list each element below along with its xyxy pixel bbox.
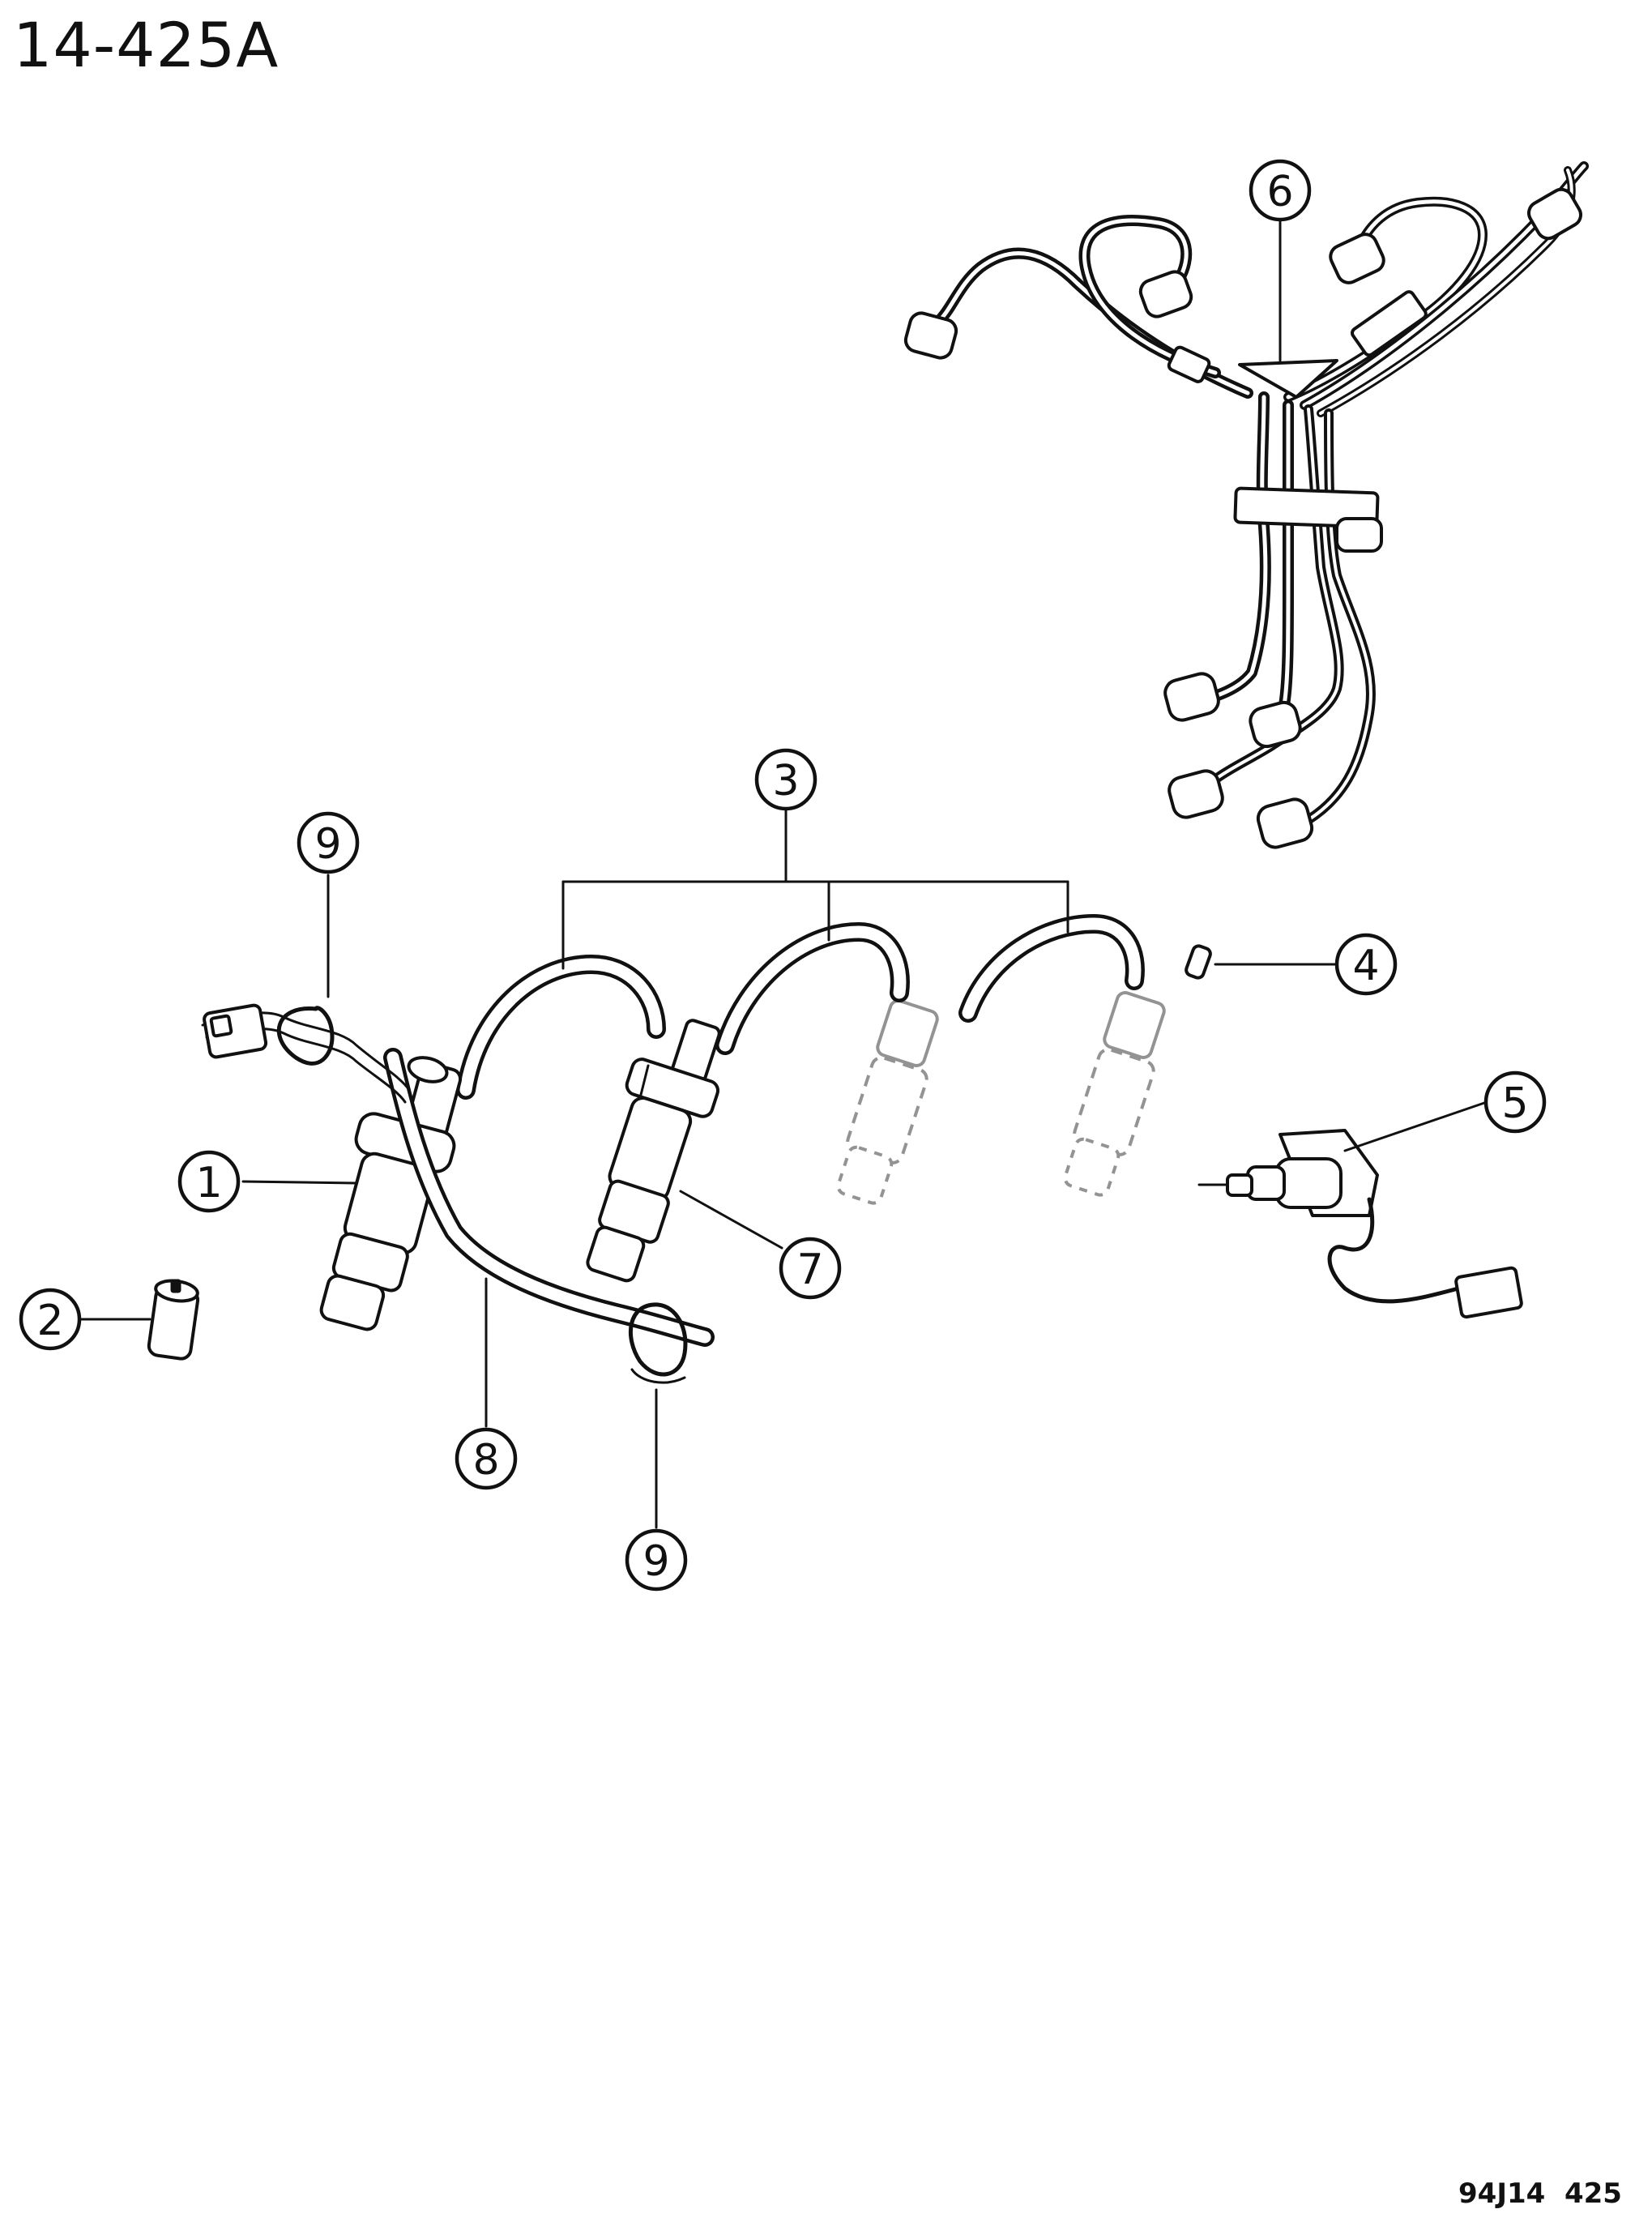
line-nut-bottom-3 [1167, 769, 1224, 819]
part-9-clamp-lower [628, 1302, 688, 1529]
part-7-injector [586, 1019, 783, 1283]
faded-injector-4 [1063, 991, 1166, 1197]
svg-text:2: 2 [36, 1297, 63, 1345]
svg-text:7: 7 [796, 1246, 823, 1294]
svg-text:8: 8 [472, 1436, 499, 1485]
line-nut-bottom-4 [1256, 797, 1314, 849]
svg-text:3: 3 [772, 757, 799, 805]
part-9-clamp-upper [201, 874, 411, 1104]
callout-2: 2 [19, 1288, 82, 1351]
line-nut-bottom-2 [1249, 700, 1302, 749]
callout-6: 6 [1249, 159, 1312, 222]
part-5-sensor [1197, 1100, 1523, 1319]
svg-text:1: 1 [195, 1159, 222, 1207]
svg-text:9: 9 [642, 1537, 669, 1586]
line-nut-bottom-1 [1163, 672, 1220, 722]
callout-1: 1 [177, 1150, 241, 1213]
part-4-cap [1185, 944, 1338, 980]
callout-9-upper: 9 [297, 811, 360, 874]
callout-7: 7 [779, 1237, 842, 1300]
line-nut-top-right-a [1329, 233, 1385, 284]
faded-injector-3 [836, 999, 939, 1205]
svg-text:9: 9 [314, 820, 341, 869]
callout-4: 4 [1334, 933, 1398, 996]
svg-text:4: 4 [1352, 942, 1379, 990]
callout-5: 5 [1483, 1070, 1547, 1134]
line-nut-top-center [1138, 270, 1193, 318]
svg-text:5: 5 [1501, 1079, 1528, 1128]
part-3-leak-off-hoses [456, 809, 1145, 1100]
svg-text:6: 6 [1266, 168, 1293, 216]
part-6-injection-lines [903, 161, 1589, 849]
part-8-return-hose [383, 1048, 715, 1428]
callout-8: 8 [455, 1427, 518, 1490]
line-nut-top-right-b [1527, 187, 1582, 241]
callout-9-lower: 9 [625, 1528, 688, 1592]
line-nut-top-left [903, 311, 958, 360]
part-2-nozzle [79, 1279, 200, 1361]
diagram-id: 14-425A [13, 9, 280, 81]
drawing-reference: 94J14 425 [1458, 2177, 1622, 2210]
callout-3: 3 [754, 748, 817, 811]
